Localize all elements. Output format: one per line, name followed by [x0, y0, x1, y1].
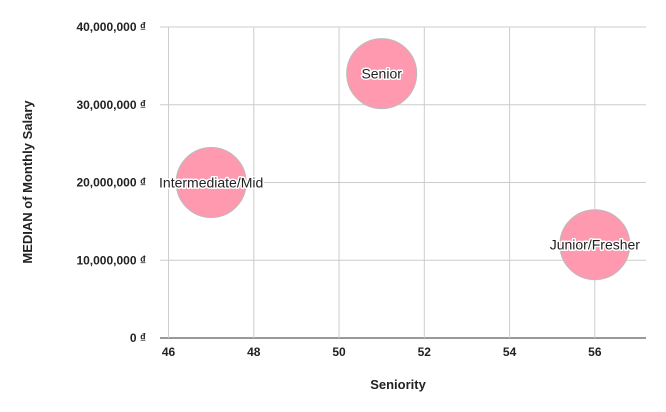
y-tick-label: 40,000,000 ₫: [76, 20, 146, 34]
x-tick-label: 50: [332, 345, 346, 359]
x-tick-label: 56: [588, 345, 602, 359]
bubble-label: Junior/Fresher: [550, 237, 641, 253]
x-axis-title: Seniority: [370, 377, 426, 392]
bubble[interactable]: [346, 38, 418, 110]
y-tick-label: 30,000,000 ₫: [76, 98, 146, 112]
x-tick-label: 52: [418, 345, 432, 359]
y-tick-label: 0 ₫: [130, 331, 146, 345]
y-tick-label: 10,000,000 ₫: [76, 253, 146, 267]
y-tick-label: 20,000,000 ₫: [76, 176, 146, 190]
bubble[interactable]: [559, 209, 631, 281]
bubble[interactable]: [175, 147, 247, 218]
x-tick-label: 48: [247, 345, 261, 359]
bubble-label: Senior: [361, 66, 402, 82]
x-tick-label: 54: [503, 345, 517, 359]
y-tick-labels: 0 ₫ 10,000,000 ₫ 20,000,000 ₫ 30,000,000 ₫ 4…: [76, 20, 146, 345]
x-tick-labels: 46 48 50 52 54 56: [162, 345, 602, 359]
bubble-label: Intermediate/Mid: [159, 175, 263, 191]
y-axis-title: MEDIAN of Monthly Salary: [20, 100, 35, 264]
x-tick-label: 46: [162, 345, 176, 359]
